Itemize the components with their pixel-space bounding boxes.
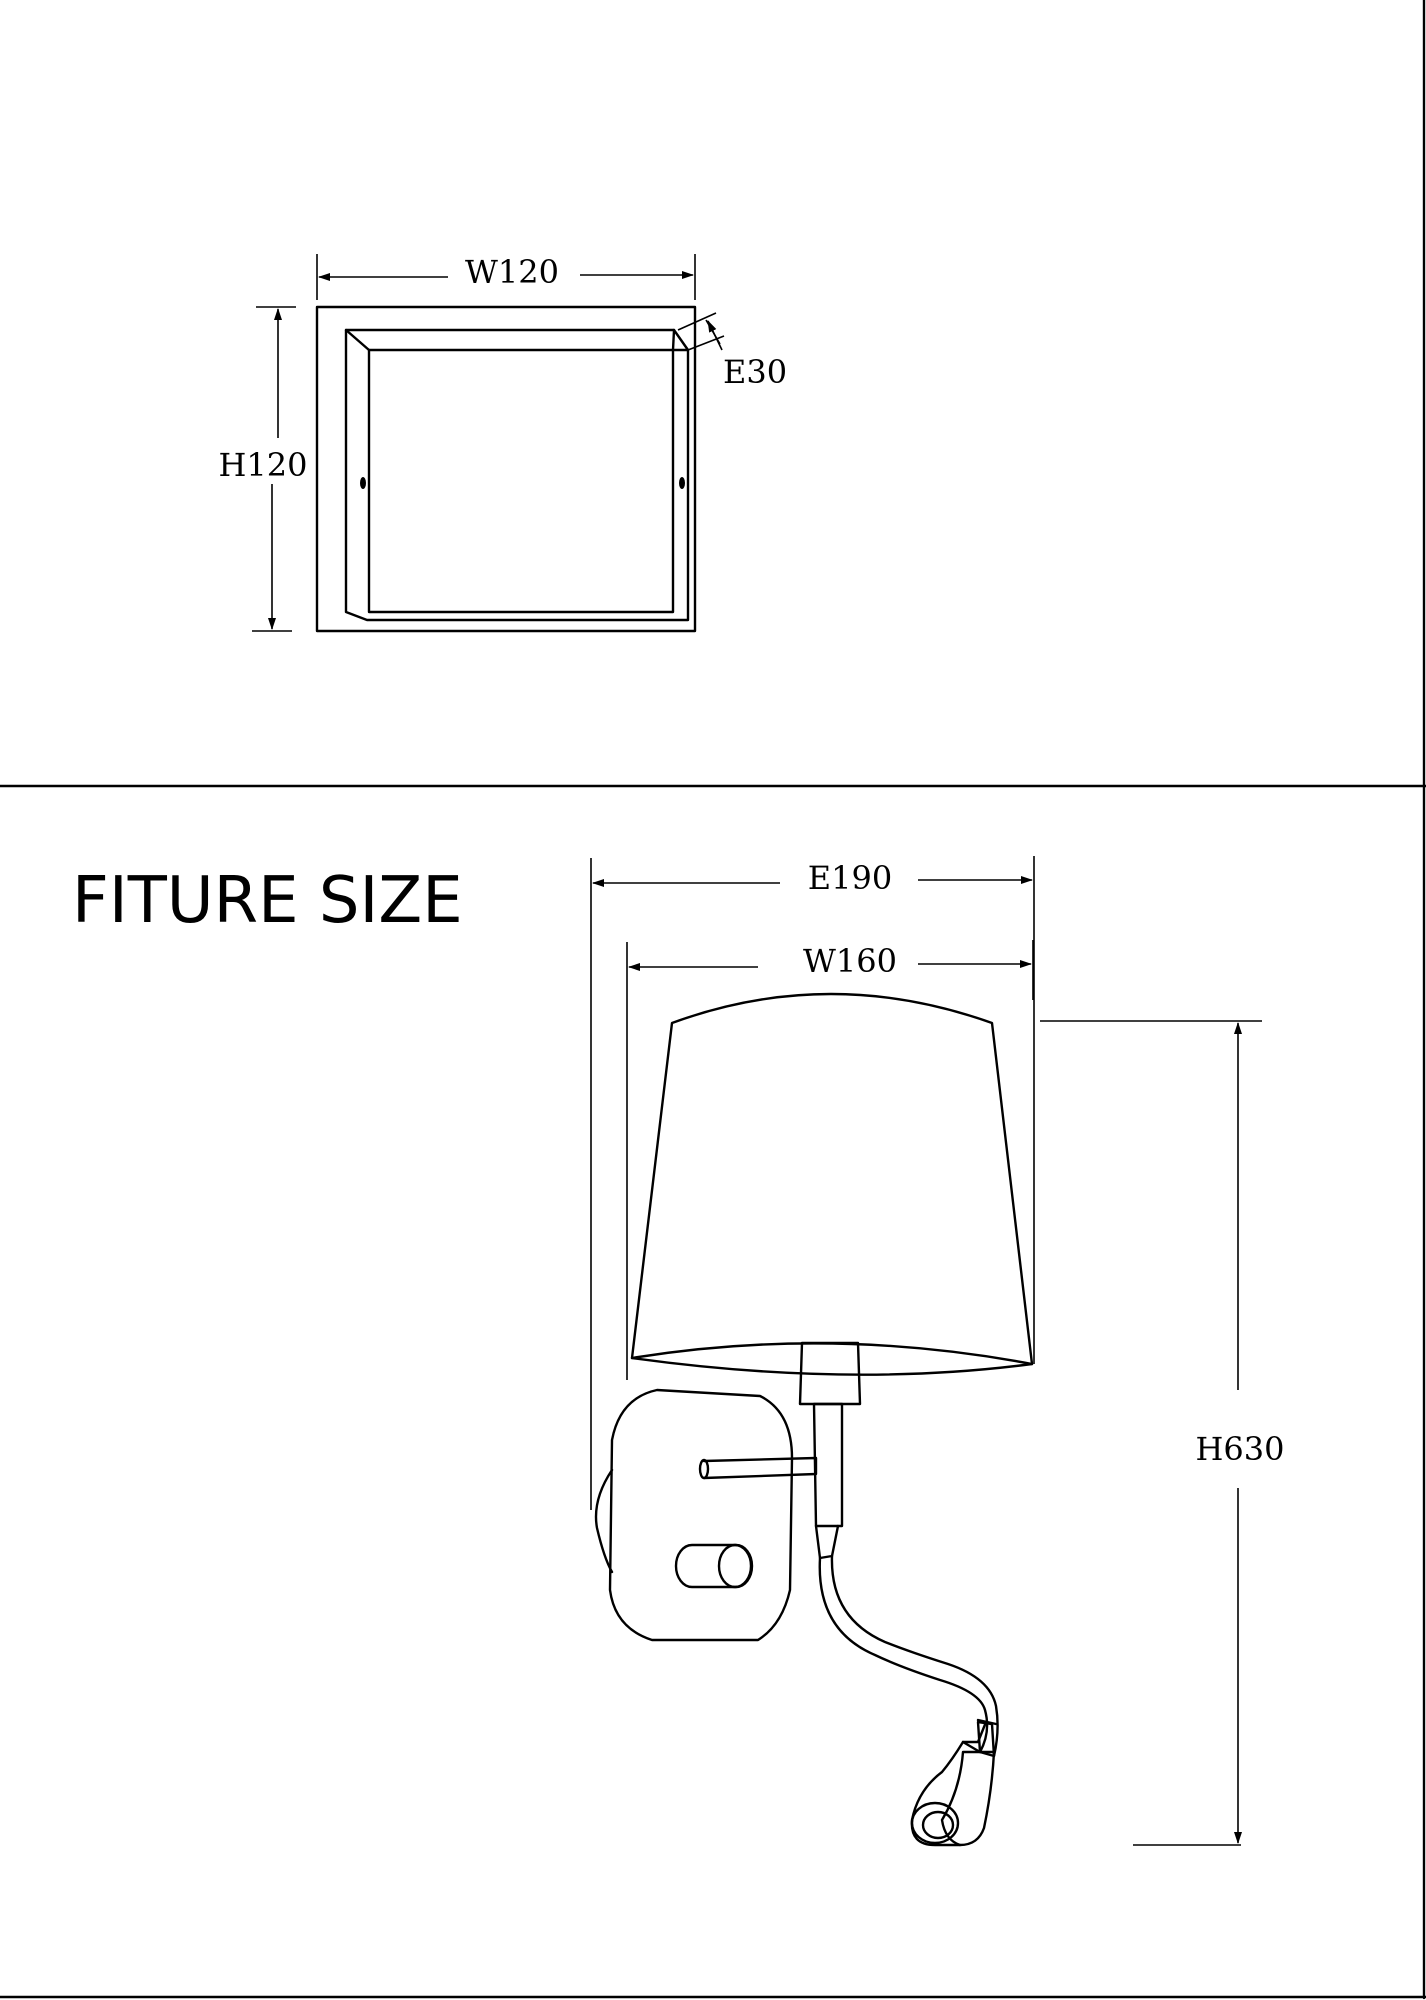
fixture-height-label: H630 [1196,1430,1285,1468]
page-title: FITURE SIZE [72,864,463,938]
extension-dimension: E190 [590,856,1035,1510]
depth-dimension: E30 [677,312,787,391]
width-dimension: W120 [316,253,696,300]
back-plate [594,1388,794,1642]
lamp-shade [630,992,1034,1376]
height-label: H120 [219,446,308,484]
screw-hole-right [679,477,685,489]
switch-toggle [674,1543,754,1589]
fixture-width-label: W160 [803,942,897,980]
reading-light-lens [910,1801,960,1845]
wall-plate [315,305,697,633]
height-dimension: H120 [219,306,308,632]
bottom-panel: FITURE SIZE [72,856,1285,1847]
width-dimension-fixture: W160 [626,940,1034,1380]
depth-label: E30 [723,353,787,391]
lamp-arm [698,1456,818,1480]
shade-holder [798,1341,862,1528]
extension-label: E190 [808,859,892,897]
lamp-fixture [594,992,1034,1847]
top-panel: W120 H120 E30 [219,253,787,633]
width-label: W120 [465,253,559,291]
height-dimension-fixture: H630 [1040,1020,1285,1846]
screw-hole-left [360,477,366,489]
flexible-reading-arm [814,1524,999,1847]
